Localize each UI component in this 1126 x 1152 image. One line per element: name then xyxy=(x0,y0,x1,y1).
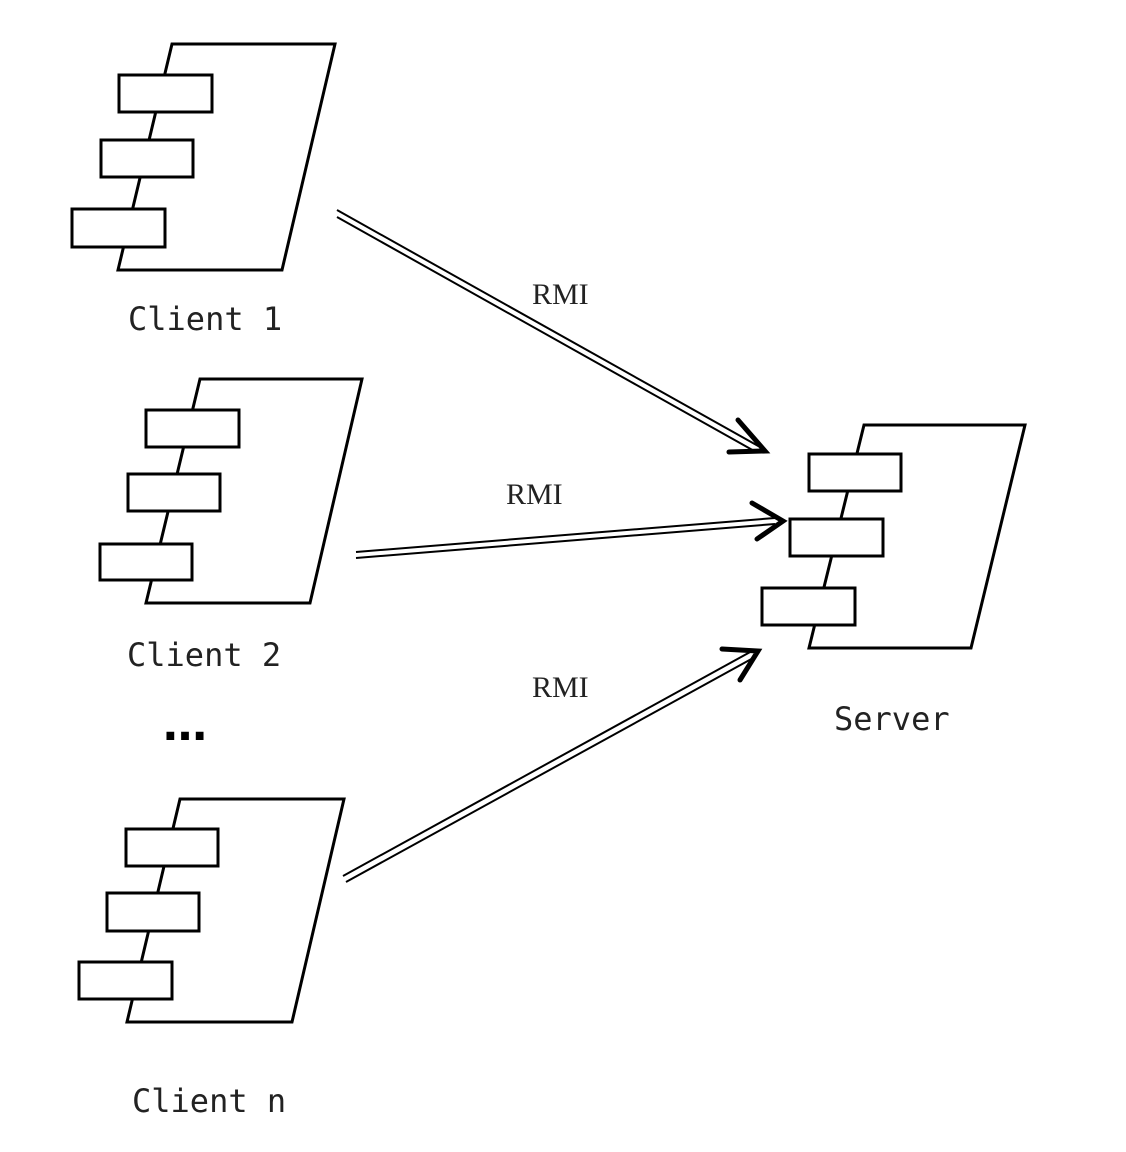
arrow-2-shaft-a xyxy=(355,517,776,553)
client-n-component xyxy=(77,797,346,1024)
client-2-label: Client 2 xyxy=(127,636,281,674)
client-n-body xyxy=(125,797,346,1024)
rmi-label-3: RMI xyxy=(532,671,589,704)
arrow-3-shaft-b xyxy=(345,656,756,883)
server-component xyxy=(760,423,1027,650)
server-label: Server xyxy=(834,700,950,738)
arrow-1-head xyxy=(726,417,771,455)
client-1-component xyxy=(70,42,337,272)
server-port-1 xyxy=(807,452,903,493)
client-n-label: Client n xyxy=(132,1082,286,1120)
server-port-3 xyxy=(760,586,857,627)
arrow-client-2-to-server xyxy=(355,500,788,559)
rmi-label-2: RMI xyxy=(506,478,563,511)
arrow-1-shaft-b xyxy=(336,216,757,453)
client-1-port-2 xyxy=(99,138,195,179)
client-n-port-1 xyxy=(124,827,220,868)
server-port-2 xyxy=(788,517,885,558)
arrow-client-1-to-server xyxy=(336,209,771,455)
client-2-port-3 xyxy=(98,542,194,582)
client-1-port-3 xyxy=(70,207,167,249)
arrow-2-head xyxy=(749,500,788,542)
client-2-port-2 xyxy=(126,472,222,513)
arrow-3-shaft-a xyxy=(342,650,753,877)
client-2-body xyxy=(144,377,364,605)
rmi-label-1: RMI xyxy=(532,278,589,311)
ellipsis: … xyxy=(163,700,207,751)
arrow-1-shaft-a xyxy=(336,209,761,448)
arrow-3-head xyxy=(719,646,763,683)
client-1-port-1 xyxy=(117,73,214,114)
client-n-port-2 xyxy=(105,891,201,933)
server-body xyxy=(807,423,1027,650)
client-2-component xyxy=(98,377,364,605)
arrow-client-n-to-server xyxy=(342,646,763,883)
arrow-2-shaft-b xyxy=(355,523,776,559)
client-2-port-1 xyxy=(144,408,241,449)
client-n-port-3 xyxy=(77,960,174,1001)
client-1-body xyxy=(116,42,337,272)
client-1-label: Client 1 xyxy=(128,300,282,338)
